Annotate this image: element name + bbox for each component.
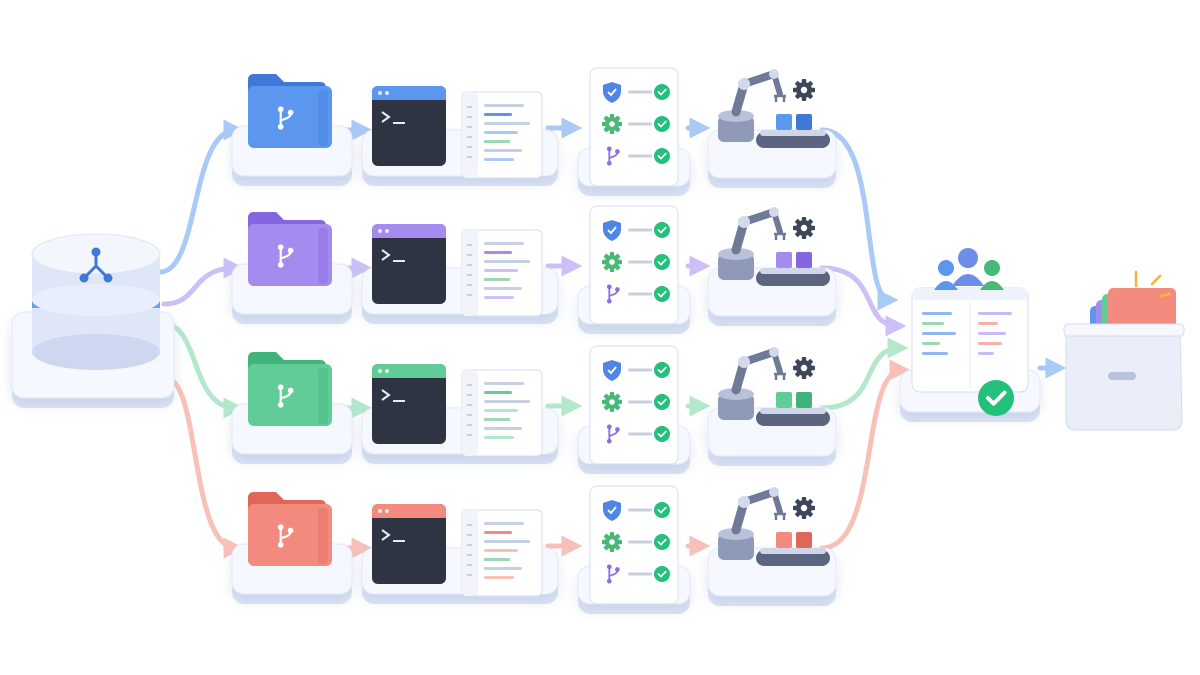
cargo-box [776, 532, 792, 548]
connector-arrow [161, 257, 245, 307]
check-circle-icon [654, 362, 670, 378]
gear-icon [793, 217, 815, 239]
code-document-icon [461, 229, 543, 317]
robot-arm-icon [718, 487, 830, 566]
check-circle-icon [654, 534, 670, 550]
gear-icon [602, 532, 622, 552]
check-circle-icon [654, 222, 670, 238]
gear-icon [602, 252, 622, 272]
connector-arrow [161, 321, 245, 419]
cargo-box [796, 114, 812, 130]
database-branch-icon [31, 233, 161, 370]
folder-branch-icon [248, 352, 332, 426]
cargo-box [796, 252, 812, 268]
robot-arm-icon [718, 69, 830, 148]
pipeline-row-green [231, 345, 837, 474]
cargo-box [776, 392, 792, 408]
nodes [11, 67, 1185, 614]
branch-icon [277, 384, 294, 408]
connector-arrow [819, 265, 907, 337]
connector-arrow [163, 375, 245, 559]
pipeline-row-blue [231, 67, 837, 196]
check-circle-icon [654, 254, 670, 270]
connector-arrow [157, 119, 245, 275]
terminal-icon [372, 364, 446, 444]
branch-icon [606, 146, 620, 166]
checklist-icon [589, 67, 679, 187]
cargo-box [796, 392, 812, 408]
robot-arm-icon [718, 207, 830, 286]
sparkle-icon [1134, 270, 1172, 298]
gear-icon [793, 497, 815, 519]
branch-icon [277, 244, 294, 268]
team-icon [934, 248, 1004, 290]
cargo-box [796, 532, 812, 548]
code-document-icon [461, 369, 543, 457]
check-circle-icon [654, 116, 670, 132]
gear-icon [602, 114, 622, 134]
pipeline-row-red [231, 485, 837, 614]
gear-icon [793, 357, 815, 379]
connector-arrow [819, 337, 909, 411]
connector-arrow [819, 359, 911, 551]
gear-icon [793, 79, 815, 101]
checklist-icon [589, 205, 679, 325]
code-document-icon [461, 91, 543, 179]
shield-icon [603, 82, 621, 103]
source-database [11, 233, 175, 408]
checklist-icon [589, 485, 679, 605]
branch-icon [277, 106, 294, 130]
checklist-icon [589, 345, 679, 465]
check-circle-icon [654, 394, 670, 410]
shield-icon [603, 220, 621, 241]
robot-arm-icon [718, 347, 830, 426]
branch-icon [277, 524, 294, 548]
check-circle-icon [978, 380, 1014, 416]
check-circle-icon [654, 148, 670, 164]
gear-icon [602, 392, 622, 412]
shield-icon [603, 360, 621, 381]
archive-box-icon [1063, 270, 1185, 431]
folder-branch-icon [248, 212, 332, 286]
check-circle-icon [654, 426, 670, 442]
terminal-icon [372, 504, 446, 584]
branch-icon [606, 424, 620, 444]
code-document-icon [461, 509, 543, 597]
folder-branch-icon [248, 74, 332, 148]
connectors [157, 117, 1067, 559]
shield-icon [603, 500, 621, 521]
check-circle-icon [654, 566, 670, 582]
terminal-icon [372, 224, 446, 304]
cargo-box [776, 114, 792, 130]
connector-arrow [819, 127, 899, 311]
terminal-icon [372, 86, 446, 166]
check-circle-icon [654, 286, 670, 302]
output-archive [1063, 270, 1185, 431]
check-circle-icon [654, 84, 670, 100]
branch-icon [606, 284, 620, 304]
check-circle-icon [654, 502, 670, 518]
merge-review [899, 248, 1041, 422]
branch-icon [606, 564, 620, 584]
cargo-box [776, 252, 792, 268]
folder-branch-icon [248, 492, 332, 566]
pipeline-row-purple [231, 205, 837, 334]
review-window-icon [911, 287, 1029, 393]
